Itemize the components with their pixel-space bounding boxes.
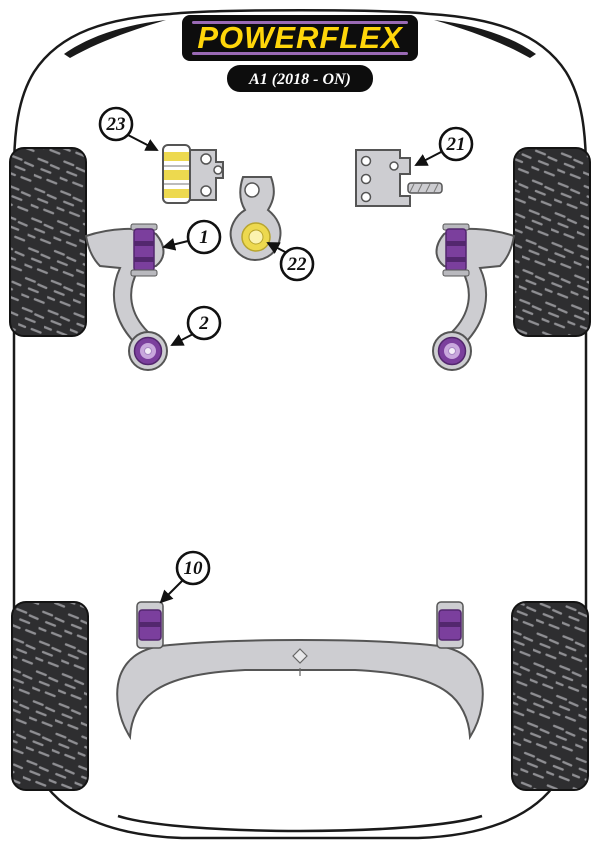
- wheel-front-right: [513, 147, 591, 337]
- logo-background: [182, 15, 418, 61]
- callout-23[interactable]: 23: [98, 106, 134, 142]
- callout-number: 1: [199, 227, 209, 248]
- bush-band-yellow: [164, 189, 189, 198]
- callout-circle: [279, 246, 315, 282]
- bracket-hole: [360, 155, 372, 167]
- wheel-rear-right: [511, 601, 589, 791]
- rear-arb-body: [116, 639, 484, 741]
- bracket-hole: [200, 185, 212, 197]
- bush-band-yellow: [164, 152, 189, 161]
- callout-number: 23: [106, 114, 126, 135]
- bush-washer: [130, 269, 158, 277]
- engine-mount-bush: [162, 144, 191, 204]
- bracket-hole: [213, 165, 223, 175]
- front-right-pillar-line: [434, 20, 536, 58]
- callout-circle: [186, 305, 222, 341]
- bracket-plate: [189, 149, 224, 201]
- logo-badge: POWERFLEX: [182, 15, 418, 61]
- bush-washer: [442, 269, 470, 277]
- leader-line-23: [127, 134, 159, 151]
- bush-body: [445, 228, 467, 272]
- front-left-pillar-line: [64, 20, 166, 58]
- callout-number: 2: [198, 313, 209, 334]
- bush-band-yellow: [164, 170, 189, 180]
- callout-number: 10: [184, 558, 204, 579]
- torque-arm-hole: [244, 182, 260, 198]
- leader-line-21: [414, 150, 444, 166]
- bracket-hole: [360, 191, 372, 203]
- wheel-rear-left: [11, 601, 89, 791]
- wheel-front-left: [9, 147, 87, 337]
- torque-arm-mount: [229, 176, 282, 262]
- model-background: [227, 65, 373, 92]
- front-arm-right: [432, 223, 516, 371]
- rear-bumper-line: [117, 814, 483, 833]
- bracket-hole: [200, 153, 212, 165]
- callout-circle: [438, 126, 474, 162]
- callout-circle: [175, 550, 211, 586]
- rear-anti-roll-bar: [116, 601, 484, 741]
- logo-stripe-bottom: [192, 52, 408, 55]
- bush-band: [139, 622, 161, 627]
- bracket-hole: [389, 161, 399, 171]
- logo-stripe-top: [192, 21, 408, 24]
- front-arm-front-bush-right: [442, 223, 470, 277]
- front-arm-rear-bush-right: [437, 336, 467, 366]
- callout-2[interactable]: 2: [186, 305, 222, 341]
- front-arm-front-bush-left: [130, 223, 158, 277]
- bracket-hole: [360, 173, 372, 185]
- callout-circle: [186, 219, 222, 255]
- bush-band: [446, 257, 466, 262]
- bracket-arm: [407, 182, 443, 194]
- leader-line-22: [266, 242, 288, 254]
- front-arm-rear-bush-left: [133, 336, 163, 366]
- logo-text: POWERFLEX: [197, 20, 404, 55]
- rear-arb-bush-right: [436, 601, 464, 649]
- leader-line-10: [159, 578, 185, 604]
- bush-band: [439, 622, 461, 627]
- model-badge: A1 (2018 - ON): [227, 65, 373, 92]
- torque-arm-bush: [241, 222, 271, 252]
- bush-core: [144, 347, 152, 355]
- engine-mount-bracket-left: [162, 144, 224, 204]
- bush-body: [133, 228, 155, 272]
- car-body-outline: [12, 9, 588, 840]
- callout-22[interactable]: 22: [279, 246, 315, 282]
- leader-line-1: [162, 238, 189, 251]
- mount-bracket-right: [355, 149, 443, 207]
- bush-core: [448, 347, 456, 355]
- bush-band: [446, 241, 466, 246]
- callout-number: 21: [446, 134, 466, 155]
- callout-circle: [98, 106, 134, 142]
- rear-arb-bush-left: [136, 601, 164, 649]
- leader-line-2: [170, 332, 196, 346]
- callout-21[interactable]: 21: [438, 126, 474, 162]
- callout-10[interactable]: 10: [175, 550, 211, 586]
- front-arm-left: [84, 223, 168, 371]
- bush-band: [134, 257, 154, 262]
- model-label: A1 (2018 - ON): [248, 71, 351, 88]
- bracket-arm-hatch: [409, 183, 439, 193]
- bush-core: [248, 229, 264, 245]
- callout-1[interactable]: 1: [186, 219, 222, 255]
- rear-arb-center-mark: [292, 648, 308, 664]
- callout-number: 22: [287, 254, 308, 275]
- bush-band: [134, 241, 154, 246]
